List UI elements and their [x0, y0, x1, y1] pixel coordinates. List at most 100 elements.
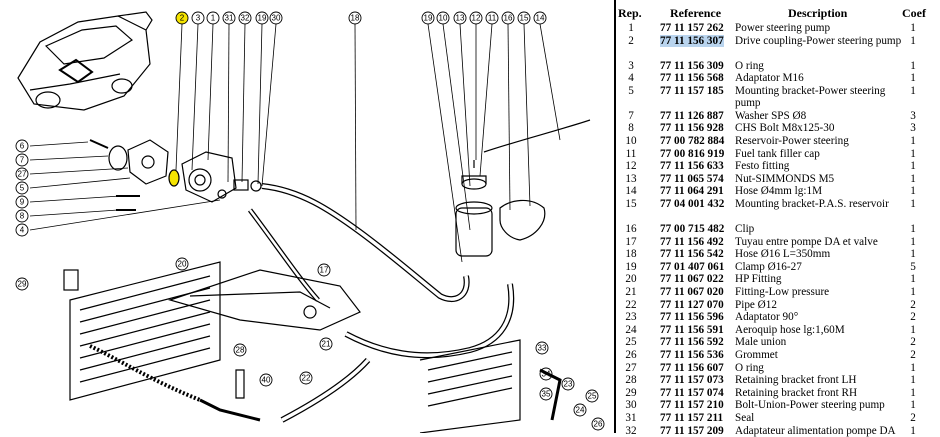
- part-reference[interactable]: 77 11 156 307: [660, 34, 724, 48]
- part-coef: 2: [910, 336, 916, 349]
- part-rep: 13: [625, 172, 637, 185]
- callout-number: 28: [236, 346, 245, 355]
- reservoir-assembly: [455, 119, 591, 257]
- part-reference[interactable]: 77 11 067 022: [660, 273, 724, 286]
- callout-number: 12: [472, 14, 481, 23]
- part-coef: 3: [910, 122, 916, 135]
- part-coef: 1: [910, 235, 916, 248]
- callout-number: 40: [262, 376, 271, 385]
- part-coef: 3: [910, 109, 916, 122]
- callout-number: 4: [20, 226, 25, 235]
- part-description: Bolt-Union-Power steering pump: [735, 399, 885, 412]
- part-description: Pipe Ø12: [735, 298, 777, 311]
- part-rep: 2: [628, 34, 634, 47]
- part-coef: 1: [910, 399, 916, 412]
- callout-number: 1: [211, 14, 216, 23]
- part-reference[interactable]: 77 11 157 209: [660, 424, 724, 437]
- part-description: Seal: [735, 412, 755, 424]
- part-reference[interactable]: 77 04 001 432: [660, 198, 725, 210]
- part-reference[interactable]: 77 11 156 928: [660, 122, 724, 135]
- part-description: Fuel tank filler cap: [735, 147, 820, 160]
- part-rep: 10: [625, 135, 637, 147]
- part-reference[interactable]: 77 00 715 482: [660, 223, 725, 235]
- part-coef: 1: [910, 160, 916, 173]
- part-coef: 1: [910, 374, 916, 387]
- part-reference[interactable]: 77 01 407 061: [660, 260, 725, 273]
- part-reference[interactable]: 77 11 064 291: [660, 185, 724, 198]
- callout-number: 26: [594, 420, 603, 429]
- part-rep: 14: [625, 185, 637, 198]
- part-reference[interactable]: 77 00 816 919: [660, 147, 725, 160]
- part-description: Adaptator M16: [735, 72, 804, 85]
- part-rep: 21: [625, 286, 637, 298]
- callout-number: 8: [20, 212, 25, 221]
- callout-number: 27: [18, 170, 27, 179]
- callout-number: 19: [258, 14, 267, 23]
- part-reference[interactable]: 77 11 157 073: [660, 374, 724, 387]
- part-reference[interactable]: 77 11 157 074: [660, 386, 724, 399]
- part-coef: 1: [910, 273, 916, 286]
- part-reference[interactable]: 77 11 157 210: [660, 399, 724, 412]
- part-rep: 26: [625, 349, 637, 361]
- part-reference[interactable]: 77 00 782 884: [660, 135, 725, 147]
- part-rep: 15: [625, 198, 637, 210]
- part-coef: 1: [910, 424, 916, 437]
- part-reference[interactable]: 77 11 127 070: [660, 298, 724, 311]
- part-reference[interactable]: 77 11 126 887: [660, 109, 724, 122]
- callout-number: 21: [322, 340, 331, 349]
- callout-number: 10: [439, 14, 448, 23]
- part-description: O ring: [735, 361, 764, 374]
- part-coef: 1: [910, 135, 916, 147]
- part-coef: 1: [910, 72, 916, 85]
- callout-number: 3: [196, 14, 201, 23]
- callout-number: 14: [536, 14, 545, 23]
- part-description: Festo fitting: [735, 160, 790, 173]
- part-rep: 19: [625, 260, 637, 273]
- part-rep: 5: [628, 84, 634, 97]
- part-coef: 1: [910, 84, 916, 97]
- part-description: Fitting-Low pressure: [735, 286, 830, 298]
- part-description: Aeroquip hose lg:1,60M: [735, 323, 845, 336]
- part-description: O ring: [735, 59, 764, 72]
- callout-number: 15: [520, 14, 529, 23]
- part-reference[interactable]: 77 11 156 542: [660, 248, 724, 261]
- part-reference[interactable]: 77 11 156 591: [660, 323, 724, 336]
- part-reference[interactable]: 77 11 156 633: [660, 160, 724, 173]
- part-reference[interactable]: 77 11 065 574: [660, 172, 724, 185]
- callout-number: 33: [538, 344, 547, 353]
- part-rep: 3: [628, 59, 634, 72]
- part-reference[interactable]: 77 11 156 309: [660, 59, 724, 72]
- callout-number: 13: [456, 14, 465, 23]
- part-reference[interactable]: 77 11 156 596: [660, 311, 724, 324]
- part-coef: 1: [910, 198, 916, 210]
- part-reference[interactable]: 77 11 067 020: [660, 286, 724, 298]
- radiator-left: [69, 261, 221, 402]
- part-description: Adaptateur alimentation pompe DA: [735, 424, 896, 437]
- callout-number: 31: [225, 14, 234, 23]
- part-reference[interactable]: 77 11 156 492: [660, 235, 724, 248]
- part-description: Adaptator 90°: [735, 311, 799, 324]
- callout-number: 18: [351, 14, 360, 23]
- part-description: Grommet: [735, 349, 778, 361]
- part-description: Reservoir-Power steering: [735, 135, 849, 147]
- part-reference[interactable]: 77 11 156 536: [660, 349, 724, 361]
- part-rep: 17: [625, 235, 637, 248]
- part-reference[interactable]: 77 11 157 211: [660, 412, 724, 424]
- part-reference[interactable]: 77 11 156 592: [660, 336, 724, 349]
- callout-number: 2: [180, 14, 185, 23]
- part-coef: 1: [910, 248, 916, 261]
- callout-number: 6: [20, 142, 25, 151]
- part-reference[interactable]: 77 11 156 607: [660, 361, 724, 374]
- part-coef: 1: [910, 172, 916, 185]
- part-rep: 22: [625, 298, 637, 311]
- part-coef: 1: [910, 59, 916, 72]
- steering-rack: [167, 269, 361, 331]
- callout-number: 9: [20, 198, 25, 207]
- diagram-canvas: 2313132193018191013121116151467275984292…: [15, 11, 605, 433]
- part-reference[interactable]: 77 11 157 185: [660, 84, 724, 97]
- part-reference[interactable]: 77 11 156 568: [660, 72, 724, 85]
- part-description: Mounting bracket-P.A.S. reservoir: [735, 198, 889, 210]
- part-reference[interactable]: 77 11 157 262: [660, 22, 724, 34]
- part-coef: 2: [910, 412, 916, 424]
